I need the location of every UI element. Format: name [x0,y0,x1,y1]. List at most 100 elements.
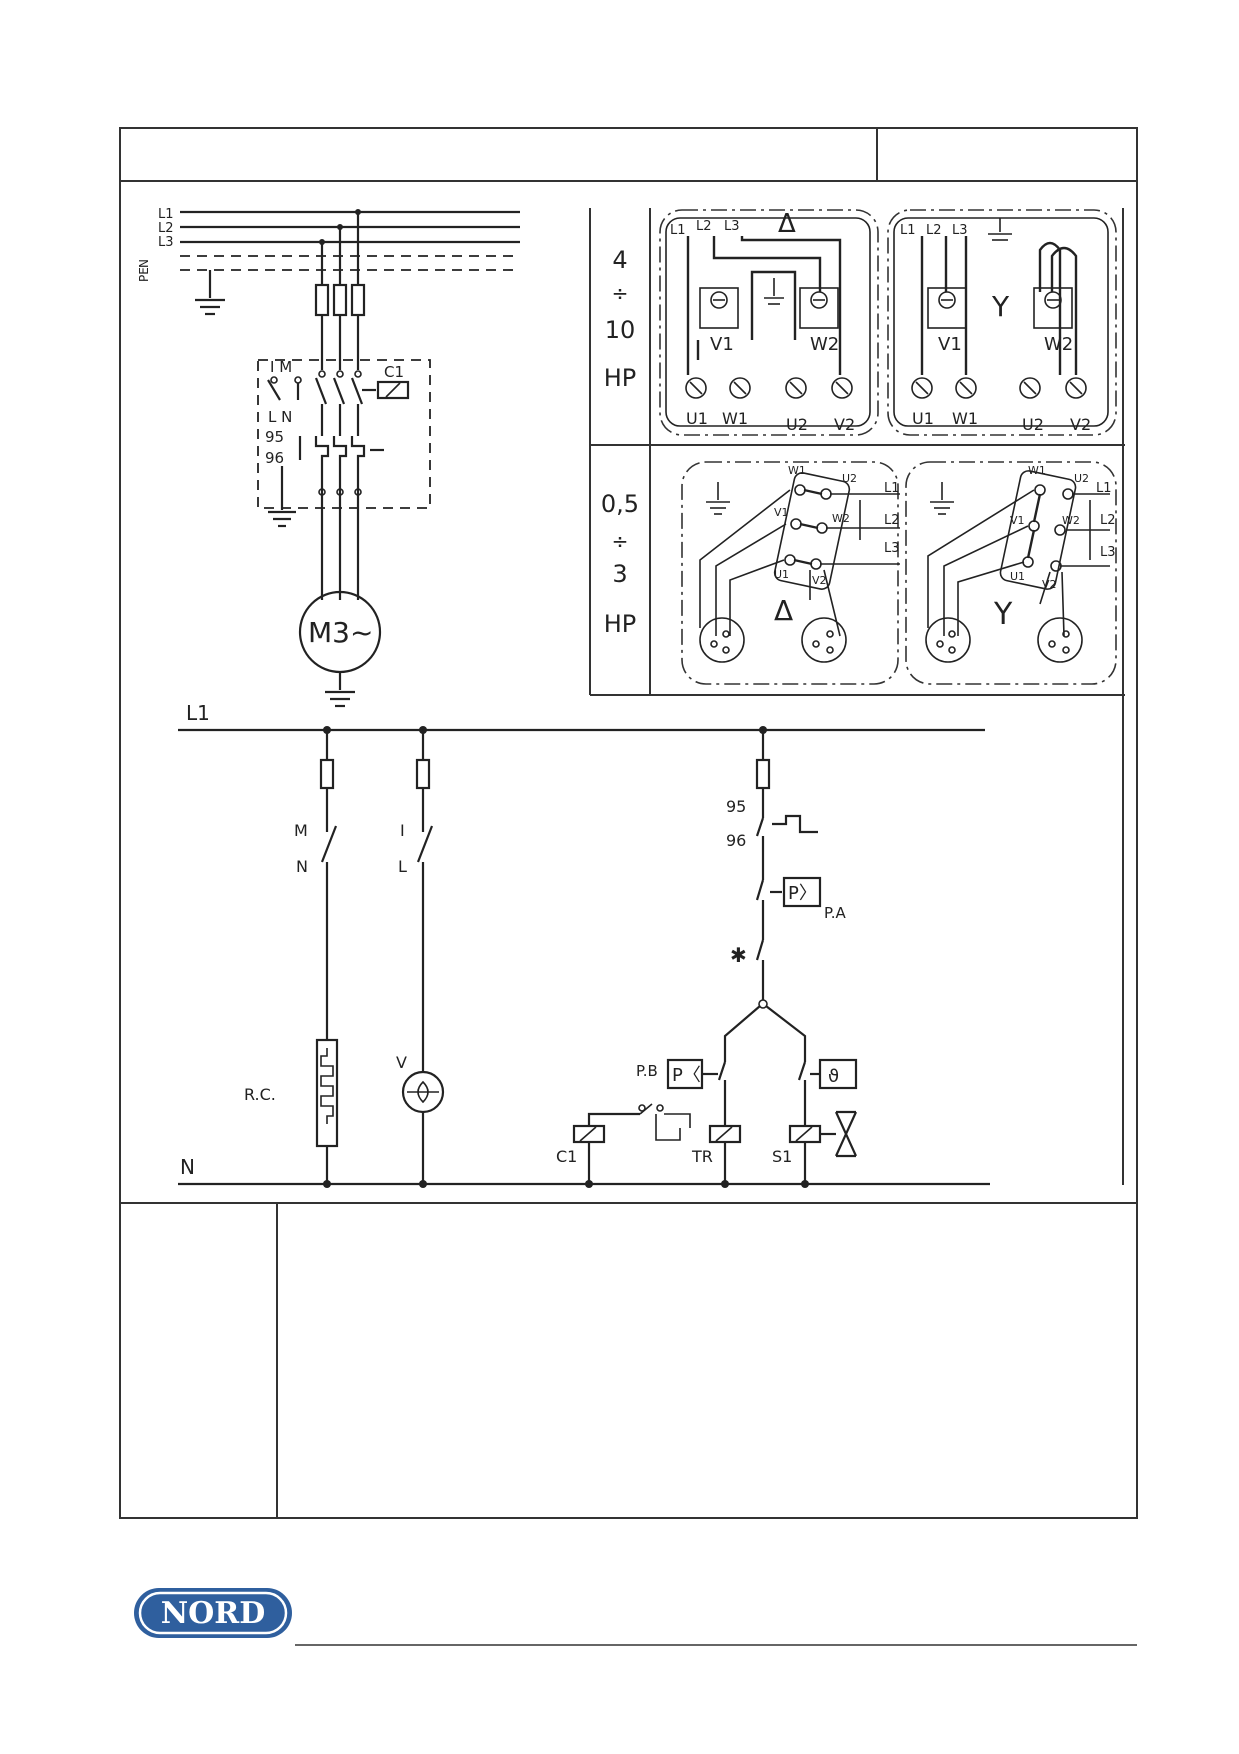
fuse-3 [350,283,366,317]
overload-label-95: 95 [265,428,284,446]
svg-text:U1: U1 [686,409,708,428]
svg-text:L3: L3 [1100,545,1116,560]
delta-symbol: Δ [778,209,796,239]
line-label-pe: PE [137,267,151,282]
star-symbol: Y [991,290,1010,323]
svg-text:V2: V2 [812,574,827,587]
solenoid-valve-icon [834,1110,858,1158]
terminal-box-large-delta: L1 L2 L3 Δ V1 W2 U1 W1 U2 V2 [659,209,879,436]
range-large-from: 4 [612,246,627,274]
svg-text:U1: U1 [912,409,934,428]
fuse-2 [332,283,348,317]
svg-text:L2: L2 [926,223,942,238]
terminal-box-panel: 4 ÷ 10 HP 0,5 ÷ 3 HP L1 L2 L3 Δ V1 W2 [589,208,1125,1185]
high-pressure-symbol: P〉 [788,883,817,904]
svg-text:W1: W1 [1028,464,1046,477]
range-small-divide: ÷ [612,529,629,553]
thermostat-contact [797,1061,807,1126]
svg-text:V2: V2 [834,415,855,434]
switch-mn-label-top: M [294,821,308,840]
svg-text:W2: W2 [1044,334,1073,355]
switch-il-label-top: I [400,821,405,840]
svg-text:U1: U1 [1010,570,1025,583]
c1-coil-label: C1 [556,1147,577,1166]
contact-95-label: 95 [726,797,746,816]
overload-element-1 [314,436,330,466]
main-contact-1 [314,377,328,405]
ground-icon [325,690,355,708]
power-circuit: L1 L2 L3 N PE I M L N [137,207,520,708]
control-line-n-label: N [180,1155,195,1179]
range-small-to: 3 [612,560,627,588]
svg-text:Y: Y [993,597,1013,632]
line-label-l1: L1 [158,207,174,222]
svg-text:U2: U2 [1074,472,1089,485]
svg-text:L3: L3 [884,541,900,556]
terminal-box-large-star: L1 L2 L3 Y V1 W2 U1 W1 U2 V2 [887,209,1117,436]
range-large-divide: ÷ [612,281,629,305]
low-pressure-contact [717,1061,727,1126]
overload-element-3 [350,436,366,466]
svg-text:W2: W2 [832,512,850,525]
svg-text:U1: U1 [774,568,789,581]
range-large-unit: HP [604,364,637,392]
high-pressure-switch [782,876,822,908]
rc-label: R.C. [244,1085,276,1104]
svg-text:V1: V1 [938,334,962,355]
fuse-branch-2 [415,758,431,790]
svg-text:Δ: Δ [774,594,793,627]
svg-text:W1: W1 [952,409,978,428]
selector-lever-1 [267,379,281,401]
auxiliary-contact [755,939,765,1000]
svg-text:V1: V1 [774,506,789,519]
footer: NORD [134,1588,1137,1646]
svg-text:L2: L2 [696,219,712,234]
svg-text:L2: L2 [1100,513,1116,528]
fan-label: V [396,1053,407,1072]
pb-label: P.B [636,1062,658,1080]
range-small-unit: HP [604,610,637,638]
svg-text:W2: W2 [810,334,839,355]
terminal-box-small-star: W1 U2 V1 W2 U1 V2 L1 L2 L3 Y [905,461,1117,685]
sheet-border [119,127,1138,1519]
main-contact-2 [332,377,346,405]
svg-text:V1: V1 [710,334,734,355]
svg-text:U2: U2 [842,472,857,485]
switch-il [416,825,434,863]
svg-text:W2: W2 [1062,514,1080,527]
starter-enclosure [257,359,431,509]
pa-label: P.A [824,904,846,922]
tr-coil-label: TR [691,1147,713,1166]
line-label-l3: L3 [158,235,174,250]
svg-text:W1: W1 [788,464,806,477]
svg-text:L1: L1 [670,223,686,238]
ground-icon [195,298,225,316]
fuse-branch-3 [755,758,771,790]
thermostat [818,1058,858,1090]
fuse-branch-1 [319,758,335,790]
overload-label-96: 96 [265,449,284,467]
high-pressure-contact [755,879,765,920]
contactor-coil [376,380,410,400]
thermostat-symbol: ϑ [828,1066,839,1087]
control-circuit: L1 N M N R.C. I L V [178,701,990,1188]
line-label-n: N [137,259,151,268]
switch-bottom-label: L N [268,408,292,426]
auxiliary-star-mark: ✱ [730,943,747,967]
control-line-l1-label: L1 [186,701,210,725]
svg-text:L1: L1 [900,223,916,238]
branch-split [723,1005,807,1062]
timer-contacts [639,1103,691,1141]
switch-mn [320,825,338,863]
svg-text:L3: L3 [724,219,740,234]
svg-text:L1: L1 [884,481,900,496]
motor-label: M3~ [308,616,373,649]
contactor-label: C1 [384,363,404,381]
overload-element-2 [332,436,348,466]
svg-text:U2: U2 [786,415,808,434]
svg-text:W1: W1 [722,409,748,428]
s1-coil-label: S1 [772,1147,792,1166]
range-large-to: 10 [605,316,636,344]
switch-top-label: I M [270,358,292,376]
